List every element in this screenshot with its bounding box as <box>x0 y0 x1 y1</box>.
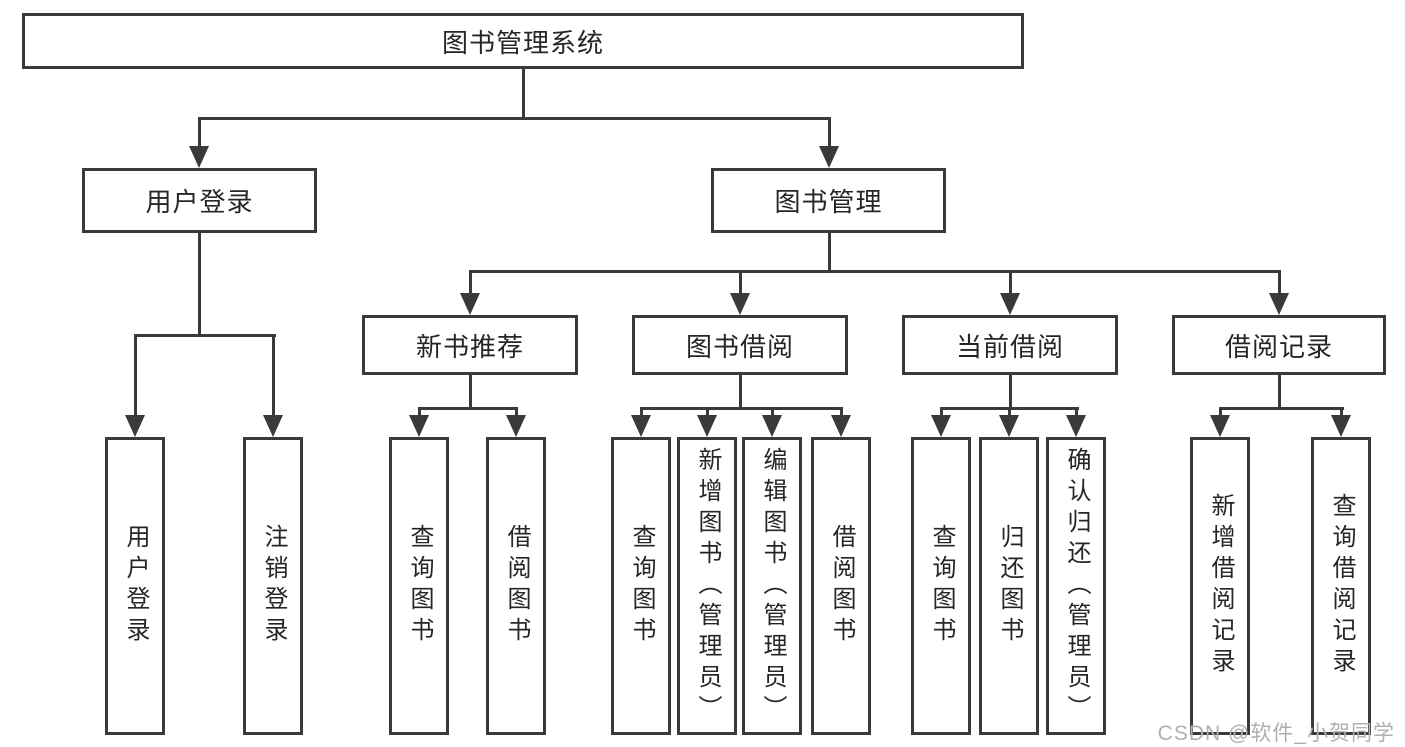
node-root-library-system: 图书管理系统 <box>22 13 1024 69</box>
leaf-edit-books-admin: 编辑图书（管理员） <box>742 437 802 735</box>
arrowhead-down-icon <box>506 415 526 437</box>
arrowhead-down-icon <box>819 146 839 168</box>
connector-segment <box>468 270 472 293</box>
connector-segment <box>197 117 201 148</box>
connector-segment <box>1008 270 1012 293</box>
leaf-confirm-return-admin: 确认归还（管理员） <box>1046 437 1106 735</box>
connector-segment <box>417 407 518 410</box>
arrowhead-down-icon <box>931 415 951 437</box>
leaf-add-books-admin: 新增图书（管理员） <box>677 437 737 735</box>
node-user-login: 用户登录 <box>82 168 317 233</box>
leaf-borrow-books-1: 借阅图书 <box>486 437 546 735</box>
connector-segment <box>271 334 275 415</box>
connector-segment <box>468 375 472 410</box>
connector-segment <box>1218 407 1222 417</box>
arrowhead-down-icon <box>263 415 283 437</box>
node-label: 新增图书（管理员） <box>694 446 721 726</box>
arrowhead-down-icon <box>730 293 750 315</box>
node-label: 图书管理 <box>774 187 883 217</box>
node-label: 注销登录 <box>260 524 287 648</box>
node-label: 用户登录 <box>122 524 149 648</box>
connector-segment <box>705 407 709 417</box>
arrowhead-down-icon <box>1066 415 1086 437</box>
connector-segment <box>468 270 1281 273</box>
arrowhead-down-icon <box>1269 293 1289 315</box>
arrowhead-down-icon <box>125 415 145 437</box>
leaf-add-borrow-record: 新增借阅记录 <box>1190 437 1250 735</box>
arrowhead-down-icon <box>1210 415 1230 437</box>
connector-segment <box>1074 407 1078 417</box>
connector-segment <box>738 375 742 410</box>
connector-segment <box>639 407 643 417</box>
arrowhead-down-icon <box>1331 415 1351 437</box>
node-label: 新增借阅记录 <box>1207 493 1234 679</box>
node-label: 确认归还（管理员） <box>1063 446 1090 726</box>
node-label: 当前借阅 <box>955 331 1064 362</box>
node-new-book-recommend: 新书推荐 <box>362 315 578 375</box>
leaf-query-books-2: 查询图书 <box>611 437 671 735</box>
node-label: 新书推荐 <box>415 331 524 362</box>
leaf-query-books-1: 查询图书 <box>389 437 449 735</box>
arrowhead-down-icon <box>460 293 480 315</box>
node-label: 借阅图书 <box>503 524 530 648</box>
connector-segment <box>197 233 201 337</box>
connector-segment <box>839 407 843 417</box>
leaf-return-books: 归还图书 <box>979 437 1039 735</box>
leaf-logout: 注销登录 <box>243 437 303 735</box>
connector-segment <box>133 334 137 415</box>
connector-segment <box>639 407 843 410</box>
node-label: 归还图书 <box>996 524 1023 648</box>
arrowhead-down-icon <box>189 146 209 168</box>
connector-segment <box>521 69 525 120</box>
connector-segment <box>1339 407 1343 417</box>
connector-segment <box>827 233 831 273</box>
node-label: 编辑图书（管理员） <box>759 446 786 726</box>
node-label: 图书借阅 <box>685 331 794 362</box>
node-label: 查询图书 <box>406 524 433 648</box>
node-book-management: 图书管理 <box>711 168 946 233</box>
connector-segment <box>514 407 518 417</box>
leaf-user-login: 用户登录 <box>105 437 165 735</box>
node-current-borrow: 当前借阅 <box>902 315 1118 375</box>
connector-segment <box>939 407 943 417</box>
connector-segment <box>197 117 831 120</box>
watermark-text: CSDN @软件_小贺同学 <box>1157 722 1395 745</box>
arrowhead-down-icon <box>409 415 429 437</box>
node-label: 用户登录 <box>145 187 254 217</box>
connector-segment <box>738 270 742 293</box>
connector-segment <box>133 334 276 337</box>
node-label: 查询图书 <box>628 524 655 648</box>
connector-segment <box>1277 375 1281 410</box>
node-label: 借阅图书 <box>828 524 855 648</box>
arrowhead-down-icon <box>762 415 782 437</box>
arrowhead-down-icon <box>831 415 851 437</box>
leaf-query-books-3: 查询图书 <box>911 437 971 735</box>
node-label: 图书管理系统 <box>441 27 604 58</box>
connector-segment <box>1277 270 1281 293</box>
arrowhead-down-icon <box>1000 293 1020 315</box>
connector-segment <box>770 407 774 417</box>
node-label: 借阅记录 <box>1224 331 1333 362</box>
node-label: 查询图书 <box>928 524 955 648</box>
arrowhead-down-icon <box>631 415 651 437</box>
leaf-query-borrow-record: 查询借阅记录 <box>1311 437 1371 735</box>
node-borrow-records: 借阅记录 <box>1172 315 1386 375</box>
leaf-borrow-books-2: 借阅图书 <box>811 437 871 735</box>
arrowhead-down-icon <box>999 415 1019 437</box>
connector-segment <box>417 407 421 417</box>
arrowhead-down-icon <box>697 415 717 437</box>
connector-segment <box>1008 375 1012 410</box>
node-label: 查询借阅记录 <box>1328 493 1355 679</box>
connector-segment <box>1218 407 1344 410</box>
connector-segment <box>827 117 831 148</box>
node-book-borrow: 图书借阅 <box>632 315 848 375</box>
connector-segment <box>1007 407 1011 417</box>
